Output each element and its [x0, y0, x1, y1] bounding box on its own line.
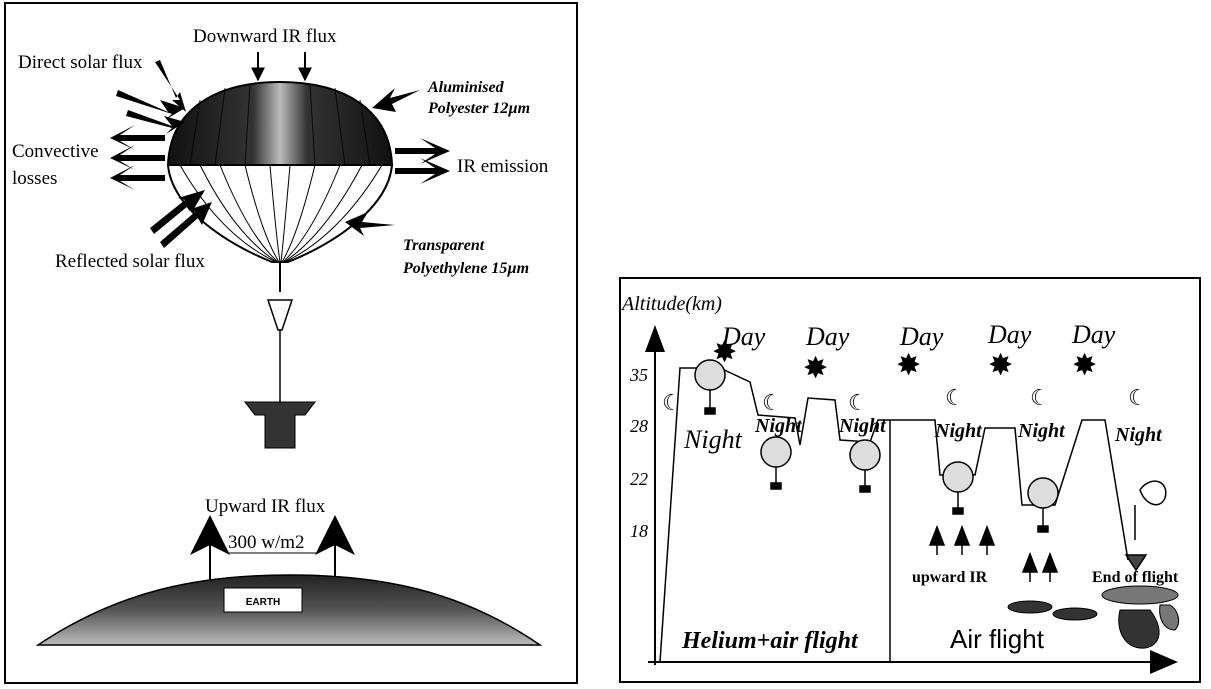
label-convective-1: Convective — [12, 141, 99, 162]
y-axis-title: Altitude(km) — [620, 293, 722, 315]
moon-icon: ☾ — [1030, 386, 1050, 411]
day-label: Day — [899, 322, 944, 351]
air-flight-label: Air flight — [950, 624, 1045, 654]
balloon-icon — [694, 359, 726, 415]
reflected-solar-arrows — [150, 190, 212, 248]
left-panel-frame — [4, 2, 578, 684]
ir-emission-arrows — [395, 138, 450, 184]
y-tick-label: 22 — [630, 469, 648, 489]
envelope-ribs — [179, 164, 383, 263]
label-ir-emission: IR emission — [457, 156, 549, 177]
cloud-icons — [1007, 585, 1180, 649]
helium-air-flight-label: Helium+air flight — [681, 628, 859, 654]
label-transparent-2: Polyethylene 15µm — [402, 260, 529, 277]
earth-label-box — [223, 587, 303, 613]
night-label: Night — [683, 425, 743, 454]
aluminised-pointer — [372, 88, 420, 112]
descent-parachute-icon — [1124, 554, 1148, 572]
balloon-icon — [760, 436, 792, 490]
balloon-heat-budget-panel — [4, 2, 578, 684]
upward-ir-label: upward IR — [912, 569, 988, 586]
flight-profile-panel: ✸ ✸ ✸ ✸ ✸ ☾ ☾ ☾ ☾ ☾ ☾ — [619, 277, 1201, 683]
moon-icon: ☾ — [1128, 386, 1148, 411]
night-label: Night — [1017, 420, 1066, 442]
moon-icons: ☾ ☾ ☾ ☾ ☾ ☾ — [662, 386, 1148, 416]
upward-ir-arrows — [190, 515, 355, 580]
day-label: Day — [805, 322, 850, 351]
parachute — [266, 299, 294, 331]
sun-icon: ✸ — [896, 348, 921, 383]
label-reflected-solar: Reflected solar flux — [55, 251, 205, 272]
transparent-pointer — [345, 212, 395, 236]
day-label: Day — [987, 320, 1032, 349]
deflated-balloon-icon — [1134, 480, 1167, 540]
day-label: Day — [1071, 320, 1116, 349]
downward-ir-arrows — [251, 52, 312, 82]
label-upward-ir: Upward IR flux — [205, 496, 326, 517]
y-tick-label: 28 — [630, 416, 648, 436]
sun-icon: ✸ — [803, 351, 828, 386]
sun-icon: ✸ — [1072, 348, 1097, 383]
balloon-icon — [1027, 477, 1059, 533]
envelope-gores — [189, 83, 371, 166]
label-convective-2: losses — [12, 168, 57, 189]
direct-solar-arrows — [116, 60, 186, 134]
day-label: Day — [721, 322, 766, 351]
gondola — [243, 401, 317, 449]
label-aluminised-2: Polyester 12µm — [427, 100, 530, 117]
label-downward-ir: Downward IR flux — [193, 26, 337, 47]
y-tick-label: 18 — [630, 521, 648, 541]
night-label: Night — [838, 415, 887, 437]
label-flux-value: 300 w/m2 — [228, 532, 305, 553]
right-panel-frame — [619, 277, 1201, 683]
night-label: Night — [1114, 424, 1163, 446]
balloon-icons — [694, 359, 1167, 572]
moon-icon: ☾ — [762, 391, 782, 416]
night-label: Night — [934, 420, 983, 442]
aluminised-envelope — [166, 80, 394, 166]
convective-arrows — [110, 125, 165, 190]
label-aluminised-1: Aluminised — [427, 79, 505, 96]
x-axis-arrow — [1150, 650, 1178, 674]
sun-icon: ✸ — [988, 348, 1013, 383]
label-earth: EARTH — [246, 597, 280, 608]
moon-icon: ☾ — [662, 391, 682, 416]
y-axis-arrow — [645, 325, 665, 352]
label-transparent-1: Transparent — [403, 237, 485, 254]
moon-icon: ☾ — [945, 386, 965, 411]
balloon-icon — [942, 461, 974, 515]
upward-ir-small-arrows — [928, 524, 1059, 582]
label-direct-solar: Direct solar flux — [18, 52, 143, 73]
end-of-flight-label: End of flight — [1092, 569, 1179, 586]
balloon-icon — [849, 439, 881, 493]
night-label: Night — [754, 415, 803, 437]
moon-icon: ☾ — [848, 391, 868, 416]
y-tick-label: 35 — [629, 365, 648, 385]
